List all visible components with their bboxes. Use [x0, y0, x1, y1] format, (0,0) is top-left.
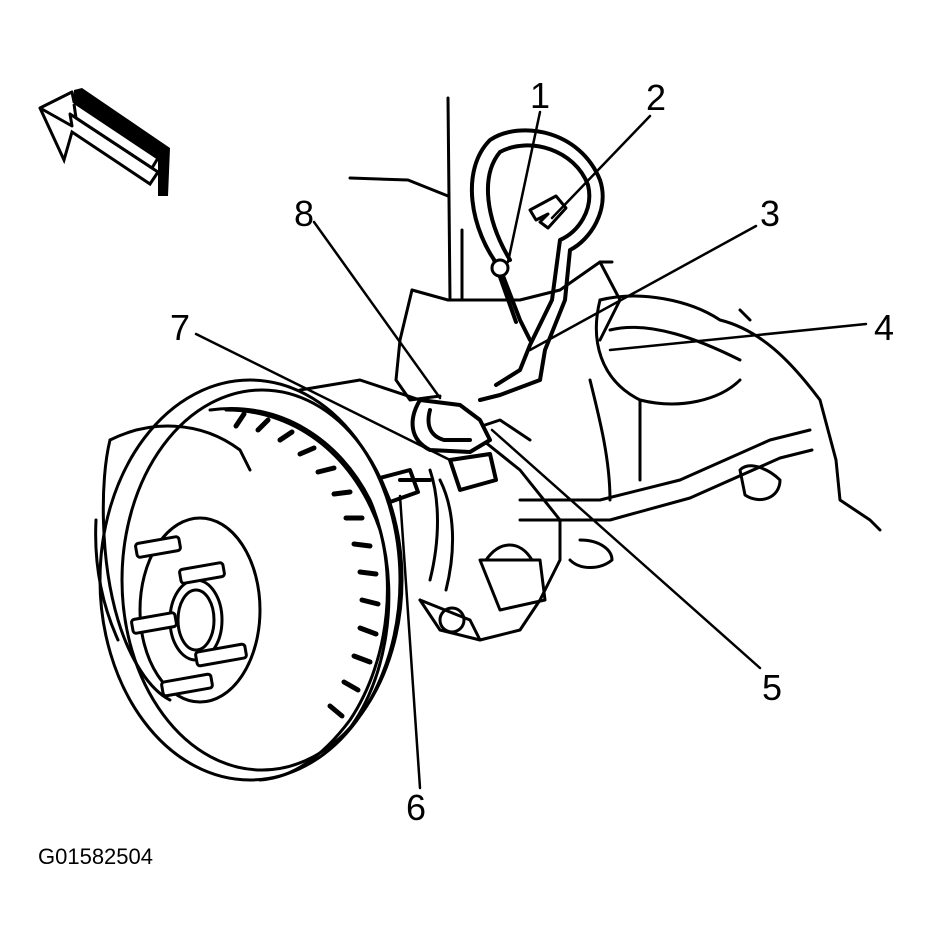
- rotor-vents: [233, 411, 381, 719]
- leader-6: [398, 494, 422, 790]
- callout-4: 4: [874, 307, 894, 348]
- callout-5: 5: [762, 667, 782, 708]
- leader-5: [490, 428, 762, 670]
- lug-studs: [130, 535, 248, 698]
- callout-1: 1: [530, 75, 550, 116]
- wheel-hub: [94, 424, 262, 704]
- wheel-speed-sensor: [378, 398, 498, 504]
- leader-7: [194, 332, 452, 462]
- callout-3: 3: [760, 193, 780, 234]
- leader-2: [550, 114, 652, 220]
- leader-4: [608, 322, 868, 352]
- leader-lines: [194, 110, 868, 790]
- callout-8: 8: [294, 193, 314, 234]
- forward-arrow-icon: [38, 88, 170, 196]
- callout-2: 2: [646, 77, 666, 118]
- leader-3: [528, 224, 758, 352]
- callout-6: 6: [406, 787, 426, 828]
- knuckle: [298, 378, 562, 642]
- figure-id: G01582504: [38, 844, 153, 869]
- sensor-harness: [469, 128, 605, 402]
- leader-1: [506, 110, 542, 264]
- suspension-components: [518, 294, 882, 569]
- brake-rotor: [98, 378, 404, 782]
- leader-8: [312, 220, 442, 400]
- callout-7: 7: [170, 307, 190, 348]
